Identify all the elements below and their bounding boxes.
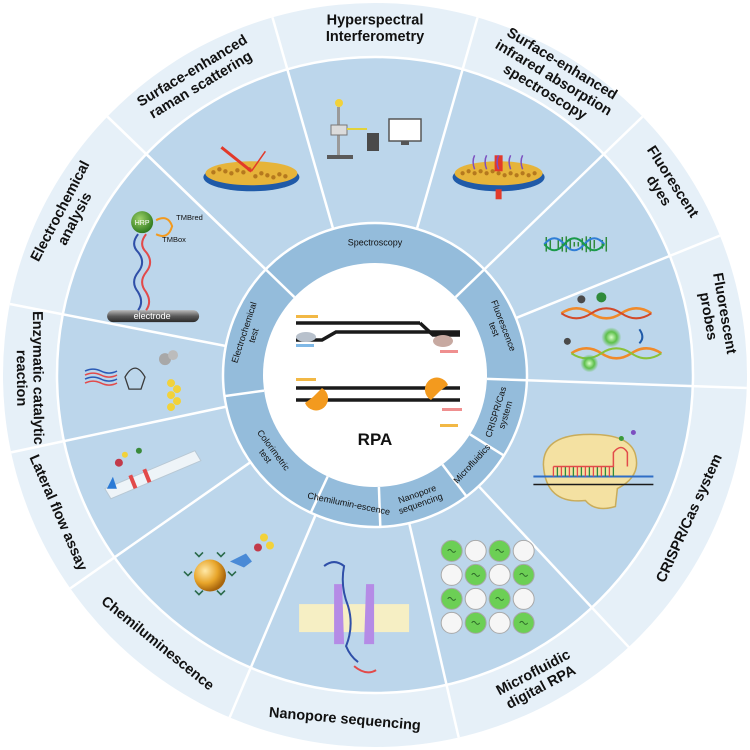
method-divider [469,433,505,457]
application-divider [515,234,721,320]
application-divider [9,302,227,348]
enzymatic-illustration [84,350,182,412]
method-divider [309,475,329,514]
application-divider [228,514,317,718]
application-divider [526,379,747,390]
cas-protein-illustration [533,430,654,510]
sensor-disc-laser-illustration [203,146,300,192]
electrode-label: electrode [134,311,171,321]
center-panel: RPA [263,263,487,487]
application-divider [407,522,460,738]
application-divider [271,17,335,230]
tmbox-label: TMBox [162,235,186,244]
hyperspectral-interferometry-label: Interferometry [326,29,424,45]
droplet-grid-illustration [440,539,535,634]
dna-helix-illustration [543,236,608,253]
electrochemical-test-method-label: test [247,327,261,344]
method-divider [264,268,296,299]
bead-illustration [183,533,274,596]
interferometer-illustration [327,99,422,159]
method-divider [486,377,527,382]
tmbred-label: TMBred [176,213,203,222]
enzymatic-catalytic-reaction-label: Enzymatic catalytic [29,311,46,445]
method-divider [377,486,382,527]
method-labels: SpectroscopyFluorescencetestCRISPR/Cassy… [230,237,518,517]
nanopore-illustration [299,561,410,674]
method-divider [454,268,486,299]
hyperspectral-interferometry-label: Hyperspectral [327,13,424,29]
sensor-disc-red-illustration [452,154,545,200]
application-divider [106,115,267,271]
spectroscopy-method-label: Spectroscopy [348,237,403,247]
application-divider [69,461,252,590]
application-divider [415,17,479,230]
strip-illustration [104,447,202,500]
rpa-bottom-strands [296,377,462,427]
hrp-label: HRP [135,220,150,227]
application-divider [483,115,644,271]
application-divider [477,485,630,648]
method-divider [224,389,265,398]
center-title: RPA [358,430,393,449]
application-divider [10,405,227,454]
ring-dividers [9,17,747,738]
rpa-top-strands [296,315,460,353]
fluorescence-test-method-label: test [487,321,502,339]
dna-probes-illustration [560,292,663,373]
method-divider [441,463,468,498]
enzymatic-catalytic-reaction-label: reaction [13,350,29,407]
